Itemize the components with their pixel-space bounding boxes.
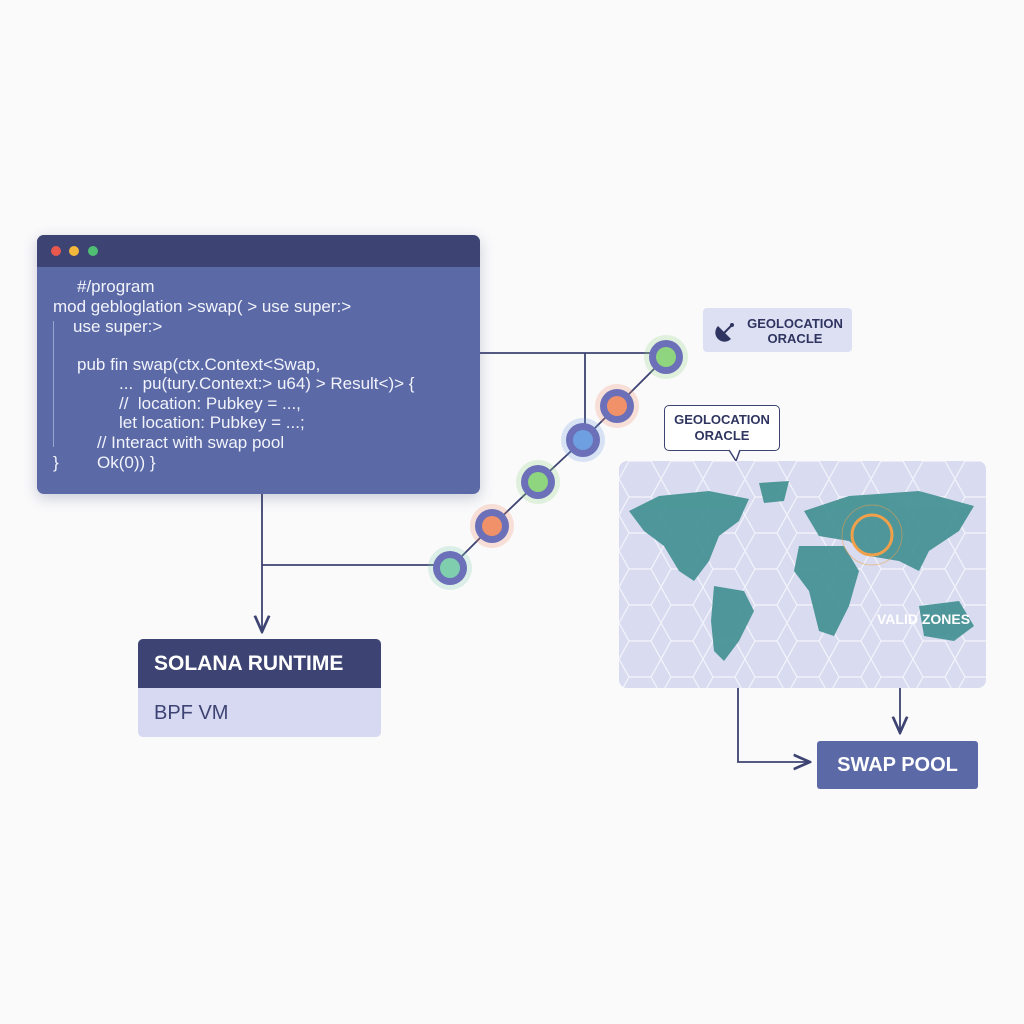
maximize-dot [88, 246, 98, 256]
south-america [711, 586, 754, 661]
greenland [759, 481, 789, 503]
code-line: Ok(0)) } [97, 453, 156, 472]
geolocation-oracle-bubble: GEOLOCATION ORACLE [664, 405, 780, 451]
eurasia [804, 491, 974, 571]
oracle-subtitle: ORACLE [767, 331, 823, 346]
valid-zones-label: VALID ZONES [877, 611, 971, 627]
geolocation-oracle-label: GEOLOCATION ORACLE [703, 308, 852, 352]
map-graphic [619, 461, 986, 688]
swap-pool-box: SWAP POOL [817, 741, 978, 789]
solana-title: SOLANA RUNTIME [138, 639, 381, 688]
code-line: #/program [77, 277, 155, 296]
chain-node-core [528, 472, 548, 492]
code-line: ... pu(tury.Context:> u64) > Result<)> { [119, 374, 415, 393]
chain-node-core [482, 516, 502, 536]
solana-runtime-box: SOLANA RUNTIME BPF VM [138, 639, 381, 737]
code-editor-window: #/program mod gebloglation >swap( > use … [37, 235, 480, 494]
solana-subtitle: BPF VM [154, 702, 229, 724]
africa [794, 546, 859, 636]
code-line: } [53, 453, 59, 472]
title-bar [37, 235, 480, 267]
chain-node-core [573, 430, 593, 450]
close-dot [51, 246, 61, 256]
bubble-subtitle: ORACLE [694, 428, 750, 443]
location-marker [850, 513, 894, 557]
chain-node-core [656, 347, 676, 367]
code-line: pub fin swap(ctx.Context<Swap, [77, 355, 321, 374]
north-america [629, 491, 749, 581]
code-line: // Interact with swap pool [97, 433, 285, 452]
bubble-title: GEOLOCATION [674, 412, 770, 427]
indent-guide [53, 321, 54, 447]
world-map: VALID ZONES [619, 461, 986, 688]
australia [919, 601, 974, 641]
code-line: use super:> [73, 317, 163, 336]
code-line: mod gebloglation >swap( > use super:> [53, 297, 352, 316]
map-to-swap-arrow [737, 688, 808, 762]
chain-node-core [440, 558, 460, 578]
satellite-dish-icon [715, 323, 734, 342]
code-line: let location: Pubkey = ...; [119, 413, 305, 432]
chain-node-core [607, 396, 627, 416]
minimize-dot [69, 246, 79, 256]
oracle-title: GEOLOCATION [747, 316, 843, 331]
code-line: // location: Pubkey = ..., [119, 394, 301, 413]
